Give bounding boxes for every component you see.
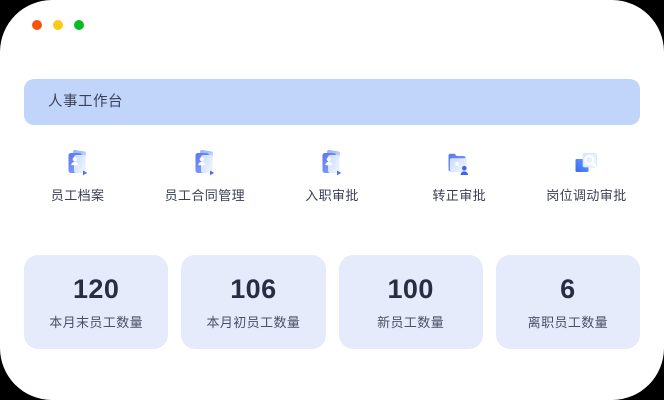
window-titlebar	[0, 0, 664, 46]
shortcut-employee-file[interactable]: 员工档案	[14, 146, 141, 202]
shortcut-regularization-approval[interactable]: 转正审批	[396, 146, 523, 202]
shortcut-label: 入职审批	[305, 188, 359, 203]
stat-label: 本月初员工数量	[206, 314, 301, 330]
shortcut-job-transfer-approval[interactable]: 岗位调动审批	[523, 146, 650, 202]
minimize-window-button[interactable]	[53, 20, 63, 30]
regularization-approval-icon	[440, 146, 478, 180]
employee-file-icon	[59, 146, 97, 180]
stat-label: 新员工数量	[377, 314, 445, 330]
close-window-button[interactable]	[32, 20, 42, 30]
stat-label: 离职员工数量	[527, 314, 609, 330]
stat-value: 120	[73, 273, 120, 304]
maximize-window-button[interactable]	[74, 20, 84, 30]
stat-label: 本月末员工数量	[49, 314, 144, 330]
shortcut-label: 转正审批	[432, 188, 487, 203]
shortcut-employee-contract[interactable]: 员工合同管理	[141, 146, 268, 202]
shortcut-row: 员工档案	[14, 146, 650, 216]
stat-card-departed-employees[interactable]: 6 离职员工数量	[495, 255, 640, 349]
shortcut-label: 岗位调动审批	[546, 188, 627, 203]
stat-card-row: 120 本月末员工数量 106 本月初员工数量 100 新员工数量 6 离职员工…	[24, 255, 640, 349]
stat-value: 100	[387, 273, 434, 304]
traffic-light-buttons	[32, 20, 84, 30]
stat-value: 106	[230, 273, 277, 304]
stat-card-month-start-employees[interactable]: 106 本月初员工数量	[181, 255, 326, 349]
page-header-bar: 人事工作台	[24, 79, 640, 125]
onboarding-approval-icon	[313, 146, 351, 180]
shortcut-onboarding-approval[interactable]: 入职审批	[268, 146, 395, 202]
shortcut-label: 员工合同管理	[164, 188, 245, 203]
employee-contract-icon	[186, 146, 224, 180]
job-transfer-approval-icon	[567, 146, 605, 180]
stat-value: 6	[560, 273, 576, 304]
shortcut-label: 员工档案	[50, 188, 105, 203]
stat-card-month-end-employees[interactable]: 120 本月末员工数量	[24, 255, 169, 349]
stat-card-new-employees[interactable]: 100 新员工数量	[338, 255, 483, 349]
page-title: 人事工作台	[48, 93, 123, 110]
